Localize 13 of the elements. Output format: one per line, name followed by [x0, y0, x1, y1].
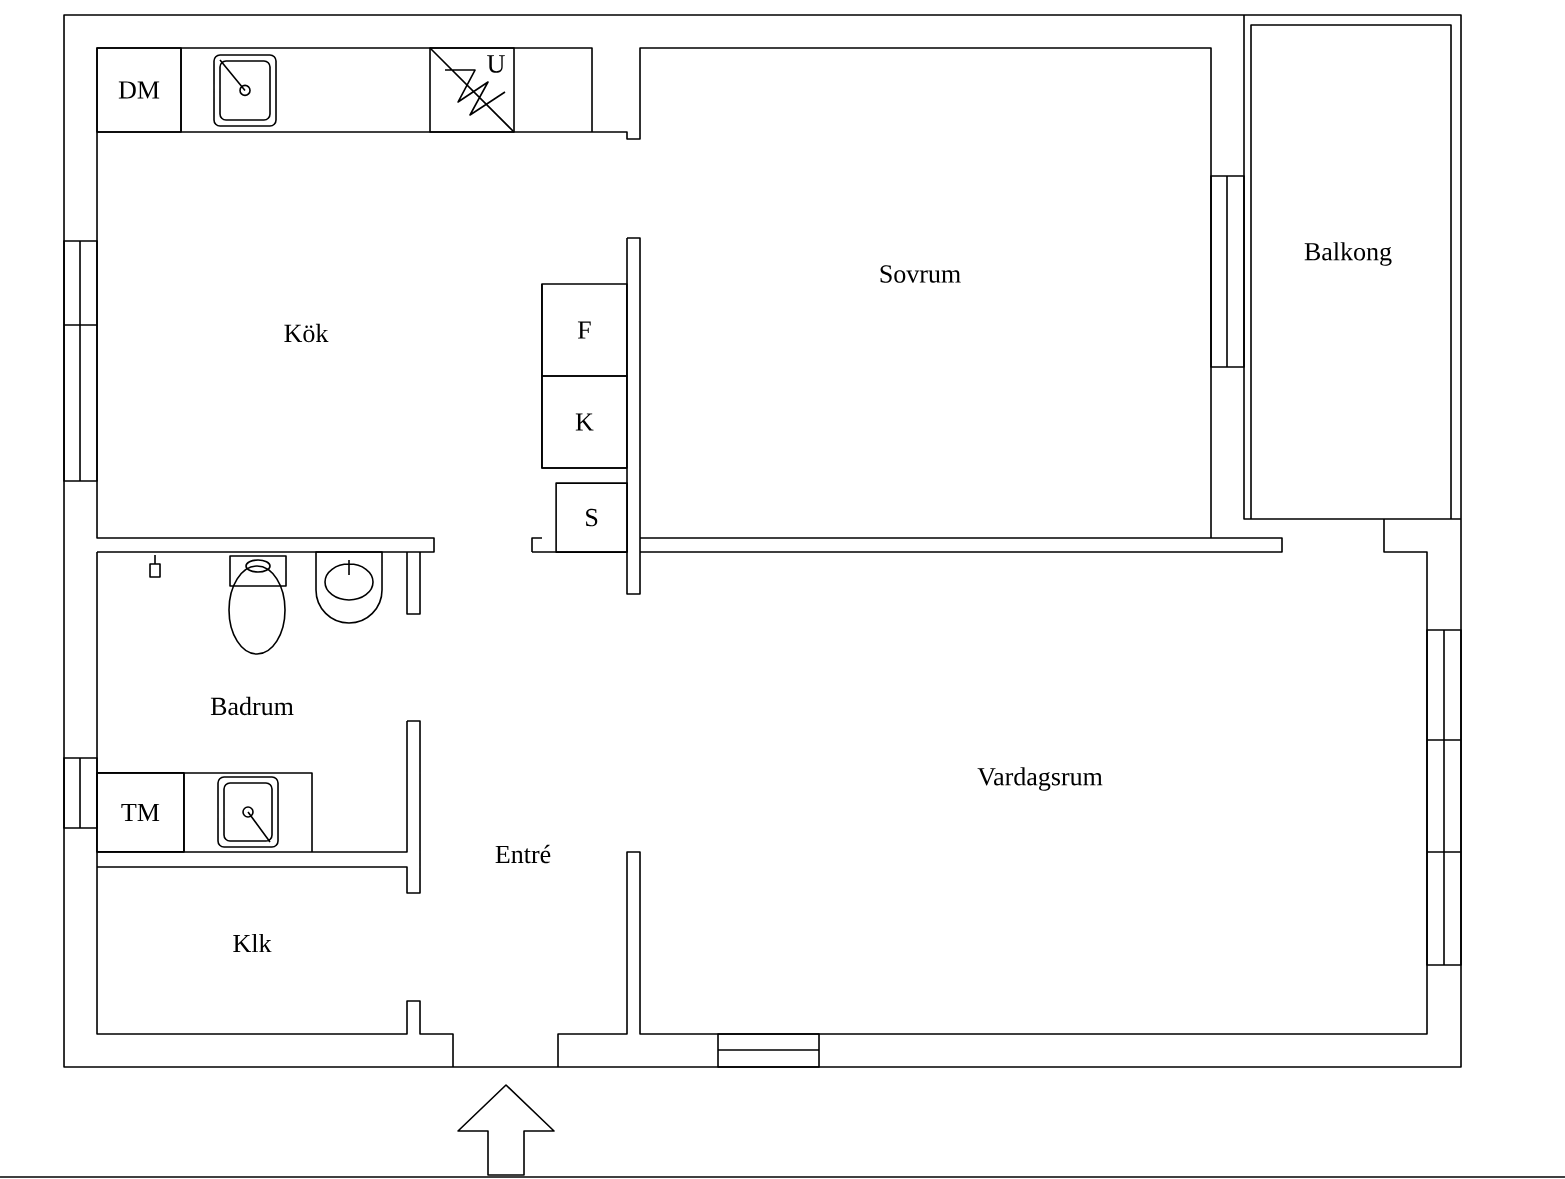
cabinet-box: F [541, 283, 628, 377]
cabinet-box: K [541, 375, 628, 469]
dishwasher-box: DM [96, 47, 182, 133]
room-label: Kök [284, 323, 329, 343]
room-label: Vardagsrum [977, 767, 1103, 791]
room-label: Badrum [210, 696, 294, 716]
washer-box: TM [96, 772, 185, 853]
room-label: Sovrum [880, 265, 961, 283]
room-label: Klk [233, 934, 272, 952]
room-label: Entré [495, 844, 551, 864]
cabinet-box: S [555, 482, 628, 553]
stove-box: U [429, 47, 515, 133]
room-label: Balkong [1304, 242, 1392, 266]
